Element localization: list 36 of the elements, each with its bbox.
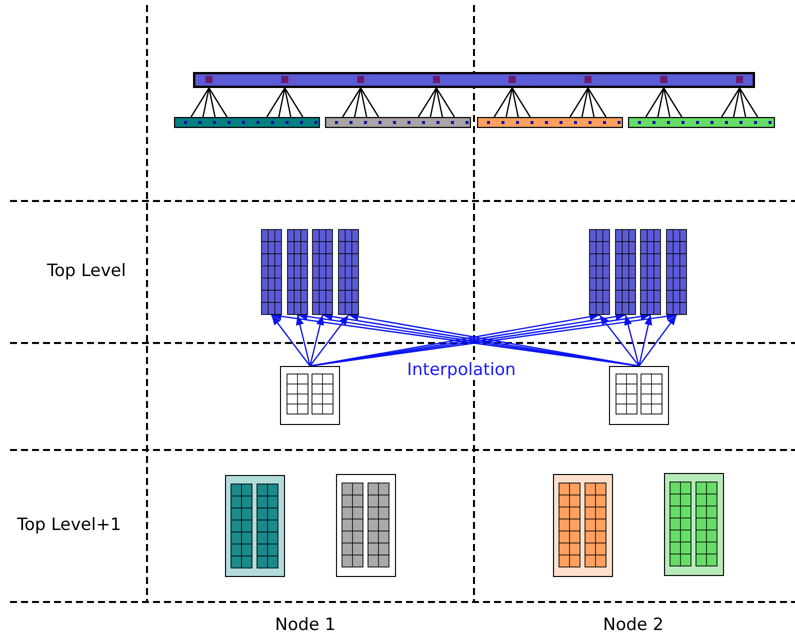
connector-line [645, 87, 758, 118]
connector-line [190, 87, 304, 118]
arrow [309, 314, 324, 366]
arrow [624, 314, 640, 366]
partition-bar [174, 117, 320, 128]
grid-block-drawing [225, 475, 285, 577]
partition-bar [325, 117, 471, 128]
grid-block-drawing [553, 474, 613, 577]
column-label: Node 1 [275, 615, 336, 635]
grid-column-drawing [615, 229, 636, 315]
interpolation-grid-drawing [609, 366, 669, 425]
arrow [638, 314, 678, 366]
row-label: Top Level+1 [17, 515, 122, 535]
interpolation-grid-drawing [280, 366, 340, 425]
partition-bar [628, 117, 775, 128]
annotation-text: Interpolation [406, 360, 517, 380]
grid-column-drawing [261, 229, 282, 315]
arrow [270, 314, 311, 366]
grid-column-drawing [589, 229, 610, 315]
grid-column-drawing [287, 229, 308, 315]
grid-column-drawing [312, 229, 333, 315]
arrow [598, 314, 640, 366]
arrow [296, 314, 311, 366]
grid-block-drawing [664, 473, 724, 576]
grid-block-drawing [336, 474, 396, 577]
grid-column-drawing [666, 229, 687, 315]
partition-bar [477, 117, 623, 128]
connector-line [494, 87, 607, 118]
connector-line [342, 87, 456, 118]
arrow [309, 314, 350, 366]
coarse-bar [193, 72, 755, 88]
row-label: Top Level [47, 261, 126, 281]
arrow [638, 314, 652, 366]
grid-column-drawing [640, 229, 661, 315]
column-label: Node 2 [603, 615, 664, 635]
grid-column-drawing [338, 229, 359, 315]
